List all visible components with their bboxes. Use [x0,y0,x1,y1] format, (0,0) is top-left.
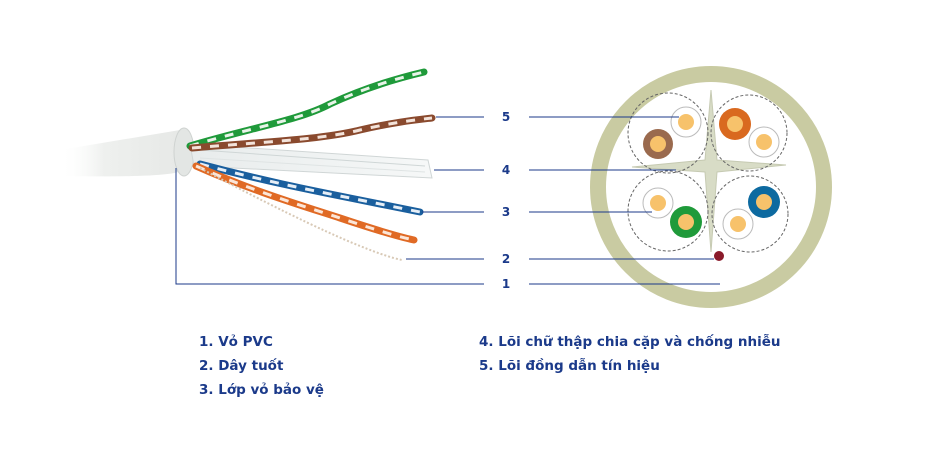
pvc-jacket-side [60,130,187,177]
legend-item-cross-separator: 4. Lõi chữ thập chia cặp và chống nhiễu [479,334,781,350]
legend-item-protective-layer: 3. Lớp vỏ bảo vệ [199,382,324,398]
pair-enclosure-bottom-right [711,175,789,253]
pair-enclosure-top-left [627,92,709,174]
conductor-core [730,216,746,232]
brown-pair-side [188,114,436,152]
conductor-core [756,134,772,150]
callout-2: 2 [502,252,510,266]
callout-3: 3 [502,205,510,219]
callout-4: 4 [502,163,510,177]
legend-left: 1. Vỏ PVC 2. Dây tuốt 3. Lớp vỏ bảo vệ [199,330,324,402]
callout-1: 1 [502,277,510,291]
conductor-core [678,214,694,230]
cross-separator [631,89,787,253]
conductor-core [678,114,694,130]
drain-wire-side [199,167,403,261]
pair-enclosure-top-right [710,94,788,172]
pair-enclosure-bottom-left [627,170,709,252]
conductor-core [756,194,772,210]
leader-lines [175,116,720,285]
conductor-core [727,116,743,132]
legend-right: 4. Lõi chữ thập chia cặp và chống nhiễu … [479,330,781,378]
conductor-core [650,136,666,152]
pvc-jacket-ring [590,66,832,308]
blue-pair-side [196,160,424,216]
cable-cross-section [590,66,832,308]
drain-wire [714,251,724,261]
cross-separator-side [189,143,433,179]
callout-5: 5 [502,110,510,124]
legend-item-drain-wire: 2. Dây tuốt [199,358,284,374]
legend-item-pvc-jacket: 1. Vỏ PVC [199,334,273,350]
cable-side-view [60,68,436,261]
conductor-core [650,195,666,211]
legend-item-copper-conductor: 5. Lõi đồng dẫn tín hiệu [479,358,660,374]
orange-pair-side [192,162,418,244]
green-pair-side [186,68,428,150]
